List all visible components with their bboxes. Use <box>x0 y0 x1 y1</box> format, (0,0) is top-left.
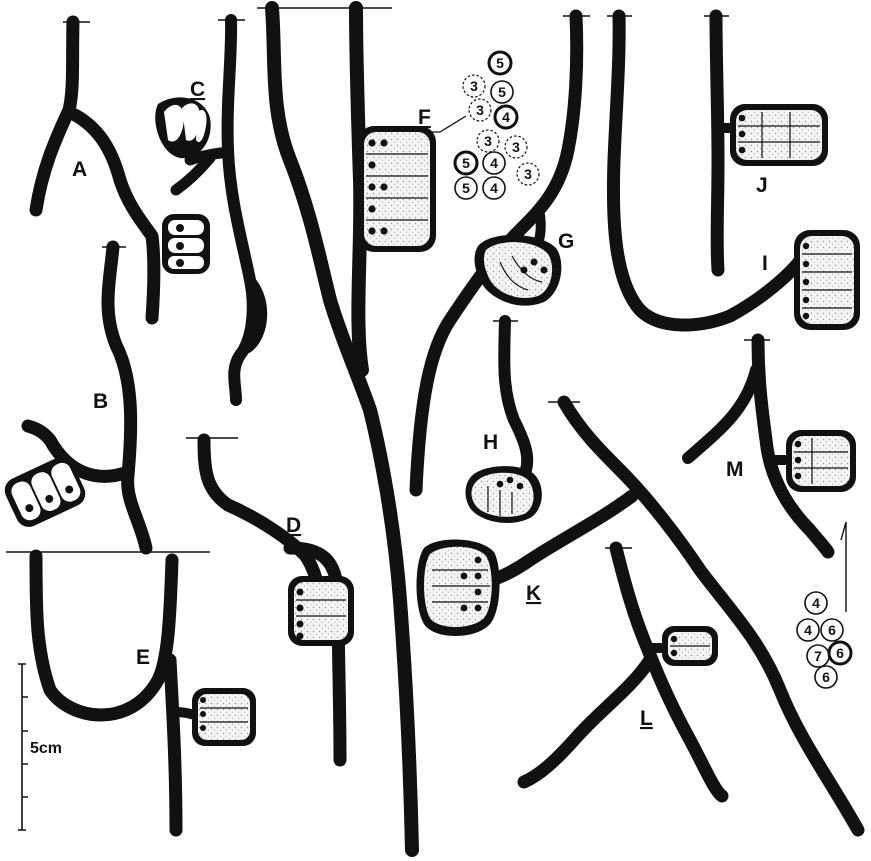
count-l-5: 6 <box>836 645 844 661</box>
nest-m-cells <box>786 430 856 492</box>
nest-i: I <box>613 16 860 330</box>
nest-h: H <box>466 321 542 523</box>
label-h: H <box>483 431 498 454</box>
count-f-5: 4 <box>502 109 510 125</box>
label-e: E <box>136 646 150 669</box>
nest-l: L <box>524 548 722 796</box>
nest-i-cells <box>794 230 860 330</box>
nest-h-cells <box>466 466 542 523</box>
nest-a: A <box>36 22 210 318</box>
label-f: F <box>418 106 431 129</box>
count-f-10: 3 <box>524 166 532 182</box>
cell-count-diagram-f: 5 3 5 3 4 3 3 5 4 3 5 4 <box>455 52 539 199</box>
count-f-4: 3 <box>476 102 484 118</box>
nest-g-cells <box>475 235 562 306</box>
count-f-8: 5 <box>462 155 470 171</box>
count-f-3: 5 <box>498 84 506 100</box>
count-l-6: 6 <box>822 669 830 685</box>
nest-c-cells <box>155 97 210 158</box>
label-g: G <box>558 230 574 253</box>
pointer-arrow-l <box>841 522 846 612</box>
count-f-6: 3 <box>484 133 492 149</box>
count-f-2: 3 <box>470 78 478 94</box>
count-f-1: 5 <box>496 55 504 71</box>
count-l-1: 4 <box>812 595 820 611</box>
pointer-arrow-f <box>432 116 466 132</box>
nest-b: B <box>0 247 146 548</box>
scale-bar-label: 5cm <box>30 740 62 757</box>
nest-e: E <box>36 556 256 830</box>
nest-m: M <box>688 340 856 552</box>
count-f-9: 4 <box>490 155 498 171</box>
nest-j-cells <box>730 104 828 166</box>
count-f-12: 4 <box>490 180 498 196</box>
label-a: A <box>72 158 87 181</box>
count-f-7: 3 <box>512 139 520 155</box>
label-k: K <box>526 582 541 605</box>
nest-f: F <box>272 8 466 850</box>
count-f-11: 5 <box>462 180 470 196</box>
nest-k-cells <box>417 539 500 636</box>
nest-f-cells <box>358 126 436 252</box>
label-i: I <box>762 252 768 275</box>
nest-e-cells <box>192 688 256 746</box>
label-j: J <box>756 174 768 197</box>
nest-l-cells <box>662 626 718 666</box>
nest-d-cells <box>288 576 354 646</box>
label-m: M <box>726 458 744 481</box>
count-l-2: 4 <box>804 622 812 638</box>
nest-a-cells <box>162 214 210 274</box>
count-l-4: 7 <box>814 648 822 664</box>
label-b: B <box>93 390 108 413</box>
label-l: L <box>640 707 653 730</box>
label-c: C <box>190 78 205 101</box>
label-d: D <box>286 514 301 537</box>
nest-c: C <box>155 20 262 400</box>
count-l-3: 6 <box>828 622 836 638</box>
